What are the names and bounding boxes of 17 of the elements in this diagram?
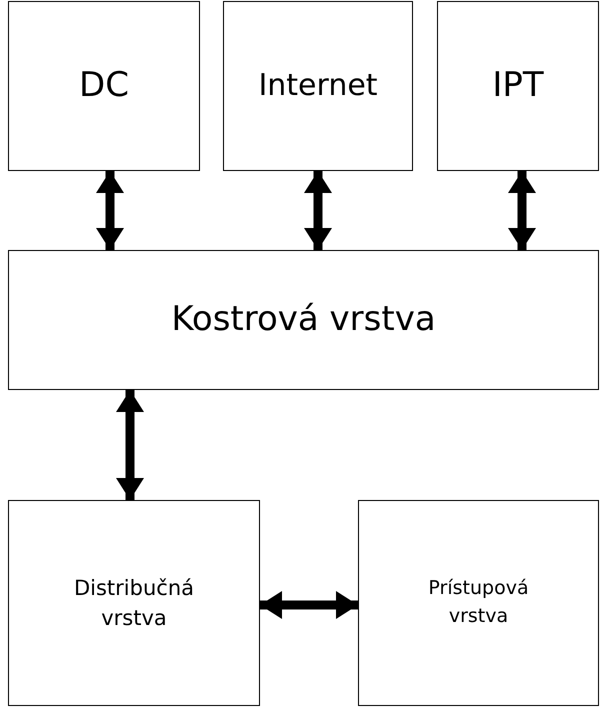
box-label: Distribučná vrstva (72, 574, 195, 632)
box-label: IPT (492, 64, 544, 108)
box-label: Internet (258, 67, 378, 106)
layer-box (8, 500, 260, 706)
double-arrow (116, 390, 144, 500)
layer-box (8, 1, 200, 171)
double-arrow (96, 171, 124, 250)
double-arrow (508, 171, 536, 250)
box-label: Prístupová vrstva (427, 576, 530, 629)
layer-box (8, 250, 599, 390)
layer-box (437, 1, 599, 171)
double-arrow (304, 171, 332, 250)
layer-box (223, 1, 413, 171)
double-arrow (260, 591, 358, 619)
box-label: DC (79, 64, 129, 108)
layer-box (358, 500, 599, 706)
box-label: Kostrová vrstva (171, 298, 436, 342)
